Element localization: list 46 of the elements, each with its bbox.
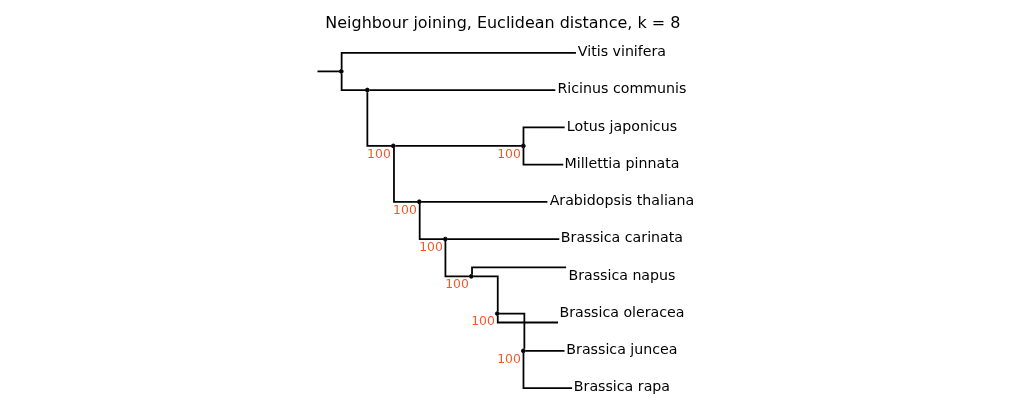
connector <box>522 147 565 166</box>
node-text: Ricinus communis <box>557 80 687 97</box>
connector <box>472 275 499 313</box>
node-label: 100 <box>471 313 495 329</box>
node-point <box>390 143 396 149</box>
node-text: Brassica rapa <box>573 378 671 395</box>
connector <box>393 146 419 203</box>
node-point <box>468 273 474 279</box>
node-label: 100 <box>497 145 521 161</box>
node-text: Arabidopsis thaliana <box>549 192 695 209</box>
diagram-title: Neighbour joining, Euclidean distance, k = 8 <box>325 13 681 33</box>
connector <box>522 351 573 389</box>
node-text: Brassica juncea <box>566 341 678 358</box>
connector <box>444 240 471 278</box>
node-label: 100 <box>367 145 391 161</box>
node-point <box>520 348 526 354</box>
connector <box>446 238 561 240</box>
connector <box>340 51 577 71</box>
node-point <box>364 87 370 93</box>
connector <box>524 349 566 352</box>
node-text: Brassica oleracea <box>559 303 685 320</box>
connector <box>496 314 559 324</box>
node-text: Brassica carinata <box>560 229 684 246</box>
connector <box>522 126 566 145</box>
connector <box>316 70 340 73</box>
node-text: Brassica napus <box>568 266 676 283</box>
node-text: Lotus japonicus <box>566 117 678 134</box>
node-point <box>520 143 526 149</box>
connector <box>471 266 567 276</box>
node-point <box>442 236 448 242</box>
connector <box>420 200 549 203</box>
node-label: 100 <box>497 350 521 366</box>
node-label: 100 <box>419 238 443 254</box>
node-text: Vitis vinifera <box>577 43 667 60</box>
node-point <box>416 199 422 205</box>
connector <box>368 89 557 91</box>
connector <box>418 202 445 240</box>
node-label: 100 <box>393 201 417 217</box>
connector <box>366 91 393 147</box>
connector <box>498 312 526 350</box>
node-point <box>494 311 500 316</box>
node-point <box>338 69 344 74</box>
connector <box>340 72 367 91</box>
node-label: 100 <box>445 276 469 292</box>
connector <box>394 145 523 147</box>
node-text: Millettia pinnata <box>564 154 680 171</box>
